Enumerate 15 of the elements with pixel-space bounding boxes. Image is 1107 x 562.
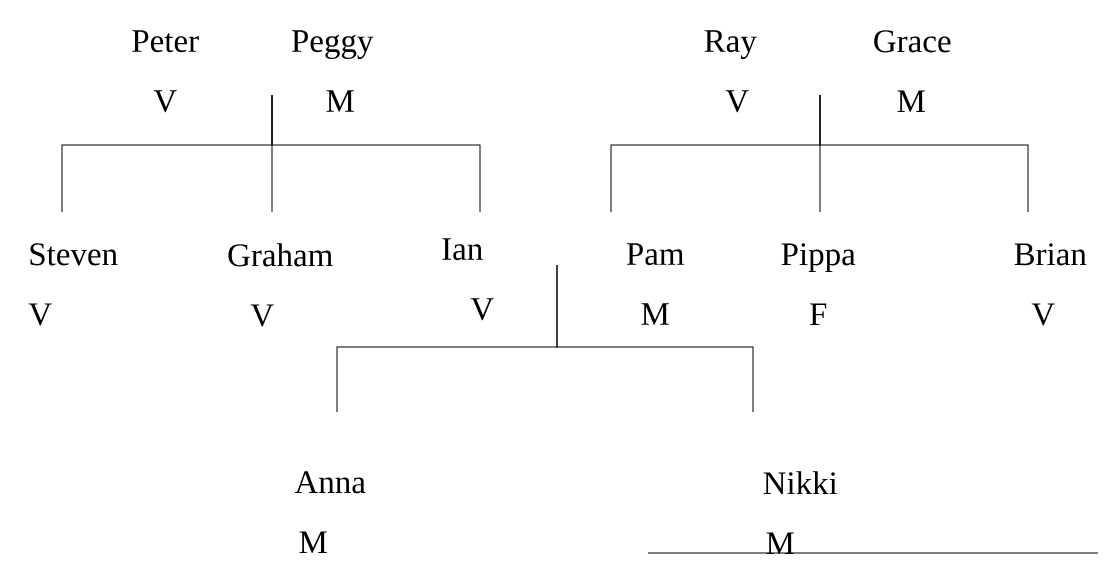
person-label: Brian V: [1014, 243, 1087, 326]
person-label: Grace M: [874, 30, 951, 113]
person-label: Pam M: [626, 243, 685, 325]
family-line: [271, 94, 481, 213]
person-label: Ray V: [704, 30, 757, 113]
person-label: Peter V: [132, 30, 199, 113]
family-line: [556, 264, 754, 413]
person-label: Ian V: [442, 238, 494, 321]
family-line: [819, 94, 1029, 213]
person-label: Steven V: [28, 243, 118, 326]
person-label: Pippa F: [781, 243, 856, 326]
person-label: Graham V: [228, 243, 333, 327]
person-label: Anna M: [294, 471, 366, 553]
person-label: Nikki M: [763, 471, 838, 555]
person-label: Peggy M: [291, 30, 374, 112]
